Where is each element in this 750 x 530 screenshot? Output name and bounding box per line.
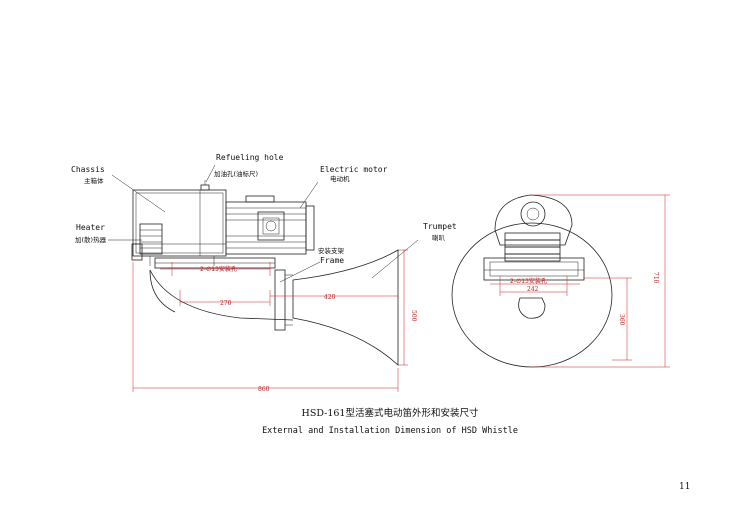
front-base (483, 257, 585, 281)
label-chassis-en: Chassis (71, 165, 105, 174)
label-refuel-cn: 加油孔(油标尺) (214, 169, 258, 178)
side-dimensions (132, 249, 408, 392)
front-view (451, 194, 670, 368)
side-view (108, 164, 419, 392)
caption-en: External and Installation Dimension of H… (262, 426, 518, 436)
label-refuel-en: Refueling hole (216, 153, 284, 162)
dim-710: 710 (652, 272, 659, 284)
dim-360: 360 (618, 314, 625, 326)
dim-holes-front: 2-∅13安装孔 (510, 277, 547, 285)
label-trumpet-cn: 喇叭 (432, 233, 446, 242)
dim-860: 860 (258, 386, 270, 393)
label-heater-en: Heater (76, 223, 105, 232)
heater-fins (131, 223, 163, 261)
electric-motor (225, 195, 315, 255)
front-head (494, 194, 573, 246)
mounting-frame (154, 257, 293, 331)
front-dimensions (490, 194, 670, 368)
label-heater-cn: 加(散)热器 (75, 235, 107, 244)
dim-500: 500 (410, 310, 417, 322)
label-chassis-cn: 主箱体 (84, 176, 104, 185)
front-fins (504, 232, 561, 262)
label-trumpet-en: Trumpet (423, 222, 457, 231)
page-number: 11 (679, 482, 690, 492)
label-motor-en: Electric motor (320, 165, 388, 174)
dim-242: 242 (527, 286, 539, 293)
trumpet-horn (149, 249, 399, 366)
caption-cn: HSD-161型活塞式电动笛外形和安装尺寸 (302, 407, 479, 419)
chassis-body (132, 180, 227, 266)
label-motor-cn: 电动机 (330, 174, 350, 183)
dim-holes-side: 2-∅13安装孔 (200, 265, 237, 273)
label-frame-cn: 安装支架 (318, 246, 345, 255)
leader-lines (108, 164, 419, 283)
dim-270: 270 (220, 300, 232, 307)
dim-420: 420 (324, 294, 336, 301)
label-frame-en: Frame (320, 256, 344, 265)
